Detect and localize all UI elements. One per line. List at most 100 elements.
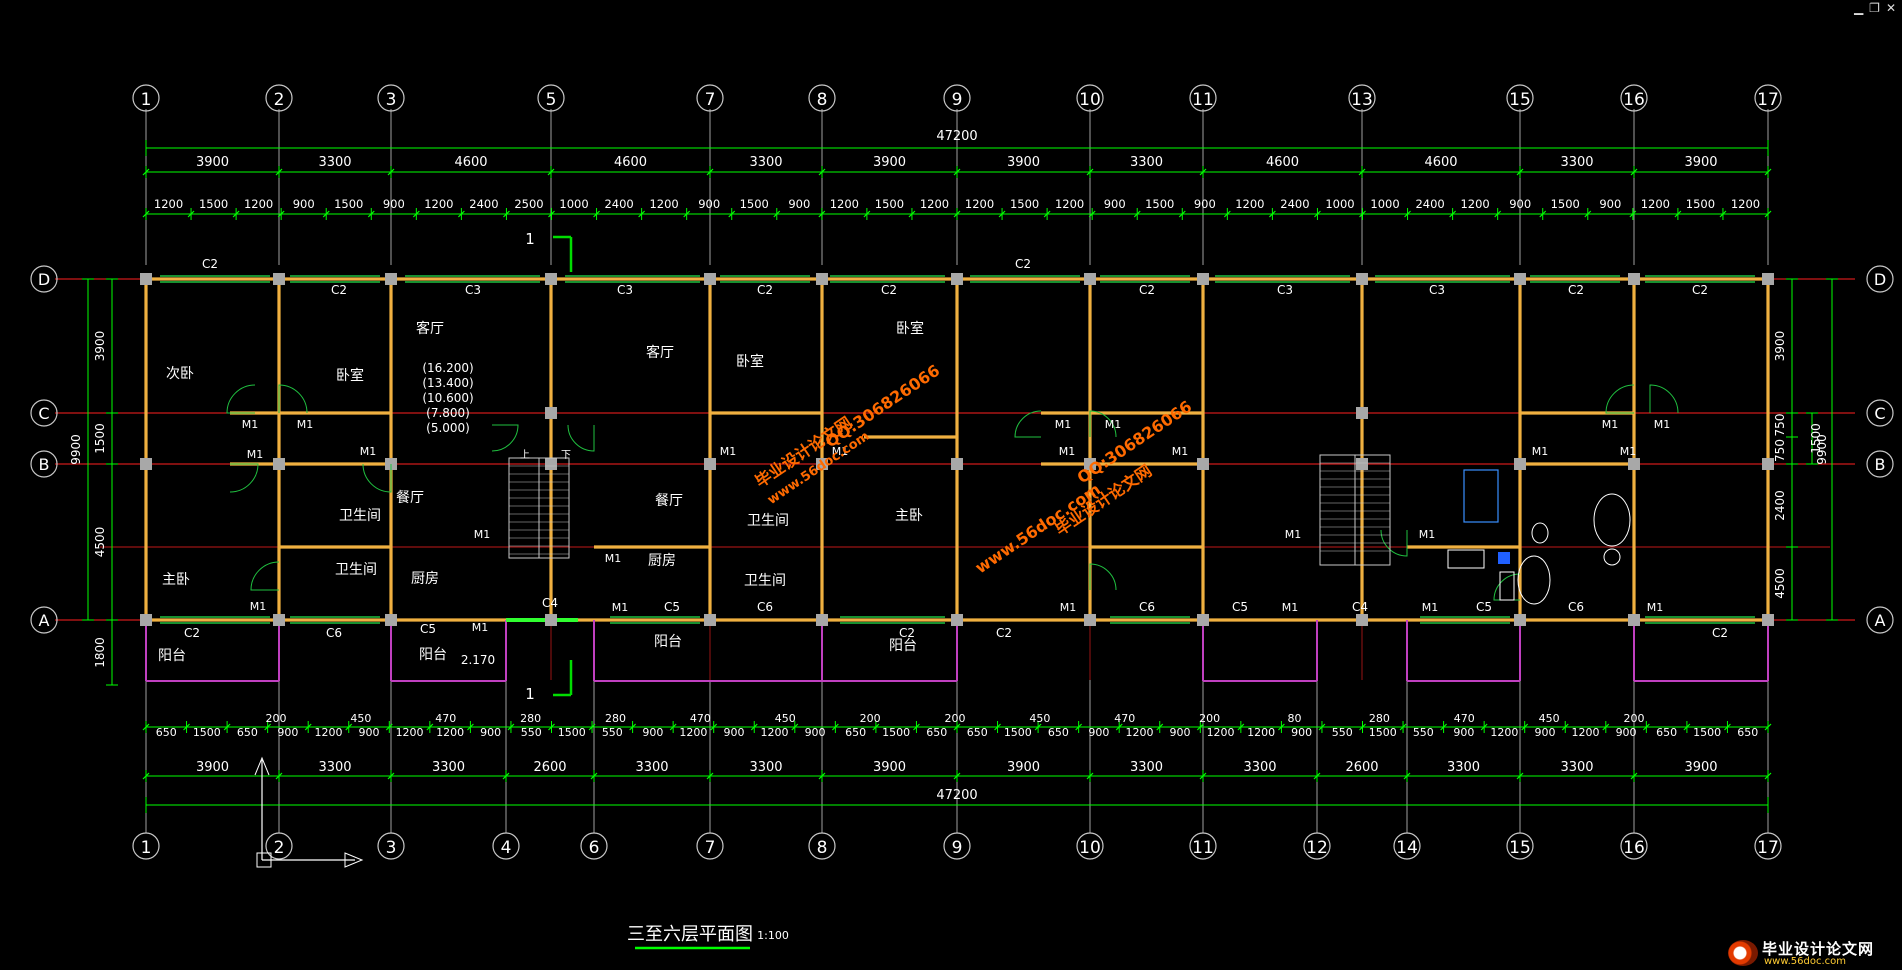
dim-slash bbox=[367, 210, 375, 218]
axis-bubble-bottom bbox=[265, 832, 293, 860]
dim-slash bbox=[503, 210, 510, 218]
bathtub-icon-2 bbox=[1517, 555, 1551, 605]
logo-url: www.56doc.com bbox=[1764, 956, 1847, 967]
dim-top-detail: 1500 bbox=[1686, 197, 1715, 211]
door-tag: M1 bbox=[1282, 601, 1299, 614]
dim-bottom-bay: 3300 bbox=[318, 760, 351, 775]
column bbox=[273, 614, 285, 626]
dim-bottom-detail: 1500 bbox=[558, 726, 586, 739]
minimize-icon[interactable]: ▁ bbox=[1853, 1, 1864, 15]
axis-bubble-top bbox=[537, 84, 565, 112]
dim-slash bbox=[791, 723, 799, 731]
axis-number-top: 9 bbox=[952, 90, 963, 110]
dim-right: 750 bbox=[1773, 414, 1787, 437]
dim-slash bbox=[187, 210, 195, 218]
room-label: 阳台 bbox=[889, 638, 917, 654]
column bbox=[140, 614, 152, 626]
dim-bottom-bay: 3900 bbox=[196, 760, 229, 775]
axis-bubble-top bbox=[1506, 84, 1534, 112]
elevation-label: (13.400) bbox=[422, 376, 473, 390]
dim-slash bbox=[1539, 210, 1547, 218]
dim-bottom-small: 450 bbox=[1539, 712, 1560, 725]
dim-bottom-detail: 1500 bbox=[1004, 726, 1032, 739]
restore-icon[interactable]: ❐ bbox=[1869, 1, 1880, 15]
dim-slash bbox=[1561, 723, 1569, 731]
dim-right: 3900 bbox=[1773, 331, 1787, 362]
dim-slash bbox=[142, 210, 150, 218]
column bbox=[816, 458, 828, 470]
dim-top-detail: 2500 bbox=[514, 197, 543, 211]
dim-slash bbox=[223, 723, 231, 731]
dim-slash bbox=[1630, 168, 1638, 176]
dim-slash bbox=[232, 210, 240, 218]
dim-left: 4500 bbox=[93, 527, 107, 558]
dim-slash bbox=[1674, 210, 1682, 218]
close-icon[interactable]: ✕ bbox=[1885, 1, 1896, 15]
dim-bottom-detail: 900 bbox=[1534, 726, 1555, 739]
dim-bottom-small: 450 bbox=[775, 712, 796, 725]
dim-slash bbox=[590, 772, 598, 780]
column bbox=[385, 273, 397, 285]
dim-top-detail: 1500 bbox=[1551, 197, 1580, 211]
dim-slash bbox=[548, 723, 555, 731]
door-tag: M1 bbox=[1620, 445, 1637, 458]
dim-slash bbox=[953, 772, 961, 780]
column bbox=[704, 458, 716, 470]
dim-top-detail: 1000 bbox=[1370, 197, 1399, 211]
dim-slash bbox=[872, 723, 880, 731]
site-logo: 毕业设计论文网 www.56doc.com bbox=[1728, 938, 1898, 968]
dim-slash bbox=[1399, 723, 1407, 731]
dim-bottom-detail: 900 bbox=[1170, 726, 1191, 739]
dim-top-bay: 3300 bbox=[1130, 155, 1163, 170]
dim-top-detail: 1200 bbox=[965, 197, 994, 211]
dim-top-detail: 1500 bbox=[875, 197, 904, 211]
dim-bottom-detail: 550 bbox=[1332, 726, 1353, 739]
window-tag: C4 bbox=[542, 596, 558, 610]
dim-bottom-detail: 1500 bbox=[1693, 726, 1721, 739]
dim-bottom-detail: 650 bbox=[1737, 726, 1758, 739]
dim-right: 4500 bbox=[1773, 568, 1787, 599]
axis-number-top: 15 bbox=[1509, 90, 1531, 110]
window-tag: C5 bbox=[420, 622, 436, 636]
dim-bottom-detail: 900 bbox=[1616, 726, 1637, 739]
dim-slash bbox=[1034, 723, 1042, 731]
room-label: 餐厅 bbox=[655, 493, 683, 509]
dim-slash bbox=[1086, 168, 1094, 176]
axis-number-bottom: 17 bbox=[1757, 838, 1779, 858]
dim-bottom-detail: 1200 bbox=[436, 726, 464, 739]
dim-bottom-small: 200 bbox=[1199, 712, 1220, 725]
dim-top-detail: 1200 bbox=[424, 197, 453, 211]
dim-slash bbox=[1764, 723, 1772, 731]
dim-bottom-detail: 550 bbox=[602, 726, 623, 739]
axis-bubble-bottom bbox=[377, 832, 405, 860]
column bbox=[951, 458, 963, 470]
dim-bottom-detail: 550 bbox=[1413, 726, 1434, 739]
dim-right: 2400 bbox=[1773, 490, 1787, 521]
dim-bottom-detail: 900 bbox=[723, 726, 744, 739]
axis-number-top: 17 bbox=[1757, 90, 1779, 110]
dim-slash bbox=[1223, 210, 1231, 218]
room-label: 卧室 bbox=[896, 320, 924, 337]
column bbox=[1084, 614, 1096, 626]
elevation-label: (16.200) bbox=[422, 361, 473, 375]
dim-bottom-small: 200 bbox=[860, 712, 881, 725]
dim-bottom-detail: 650 bbox=[845, 726, 866, 739]
axis-number-bottom: 1 bbox=[141, 838, 152, 858]
axis-bubble-bottom bbox=[580, 832, 608, 860]
door-tag: M1 bbox=[605, 552, 622, 565]
axis-bubble-top bbox=[265, 84, 293, 112]
dim-slash bbox=[466, 723, 474, 731]
dim-top-detail: 1200 bbox=[1235, 197, 1264, 211]
column bbox=[140, 458, 152, 470]
dim-slash bbox=[1683, 723, 1691, 731]
axis-number-top: 2 bbox=[274, 90, 285, 110]
axis-number-bottom: 4 bbox=[501, 838, 512, 858]
axis-number-top: 10 bbox=[1079, 90, 1101, 110]
dim-slash bbox=[1584, 210, 1592, 218]
dim-slash bbox=[1440, 723, 1448, 731]
window-tag: C5 bbox=[664, 600, 680, 614]
door-swing bbox=[491, 424, 519, 452]
window-tag: C6 bbox=[326, 626, 342, 640]
dim-slash bbox=[277, 210, 285, 218]
